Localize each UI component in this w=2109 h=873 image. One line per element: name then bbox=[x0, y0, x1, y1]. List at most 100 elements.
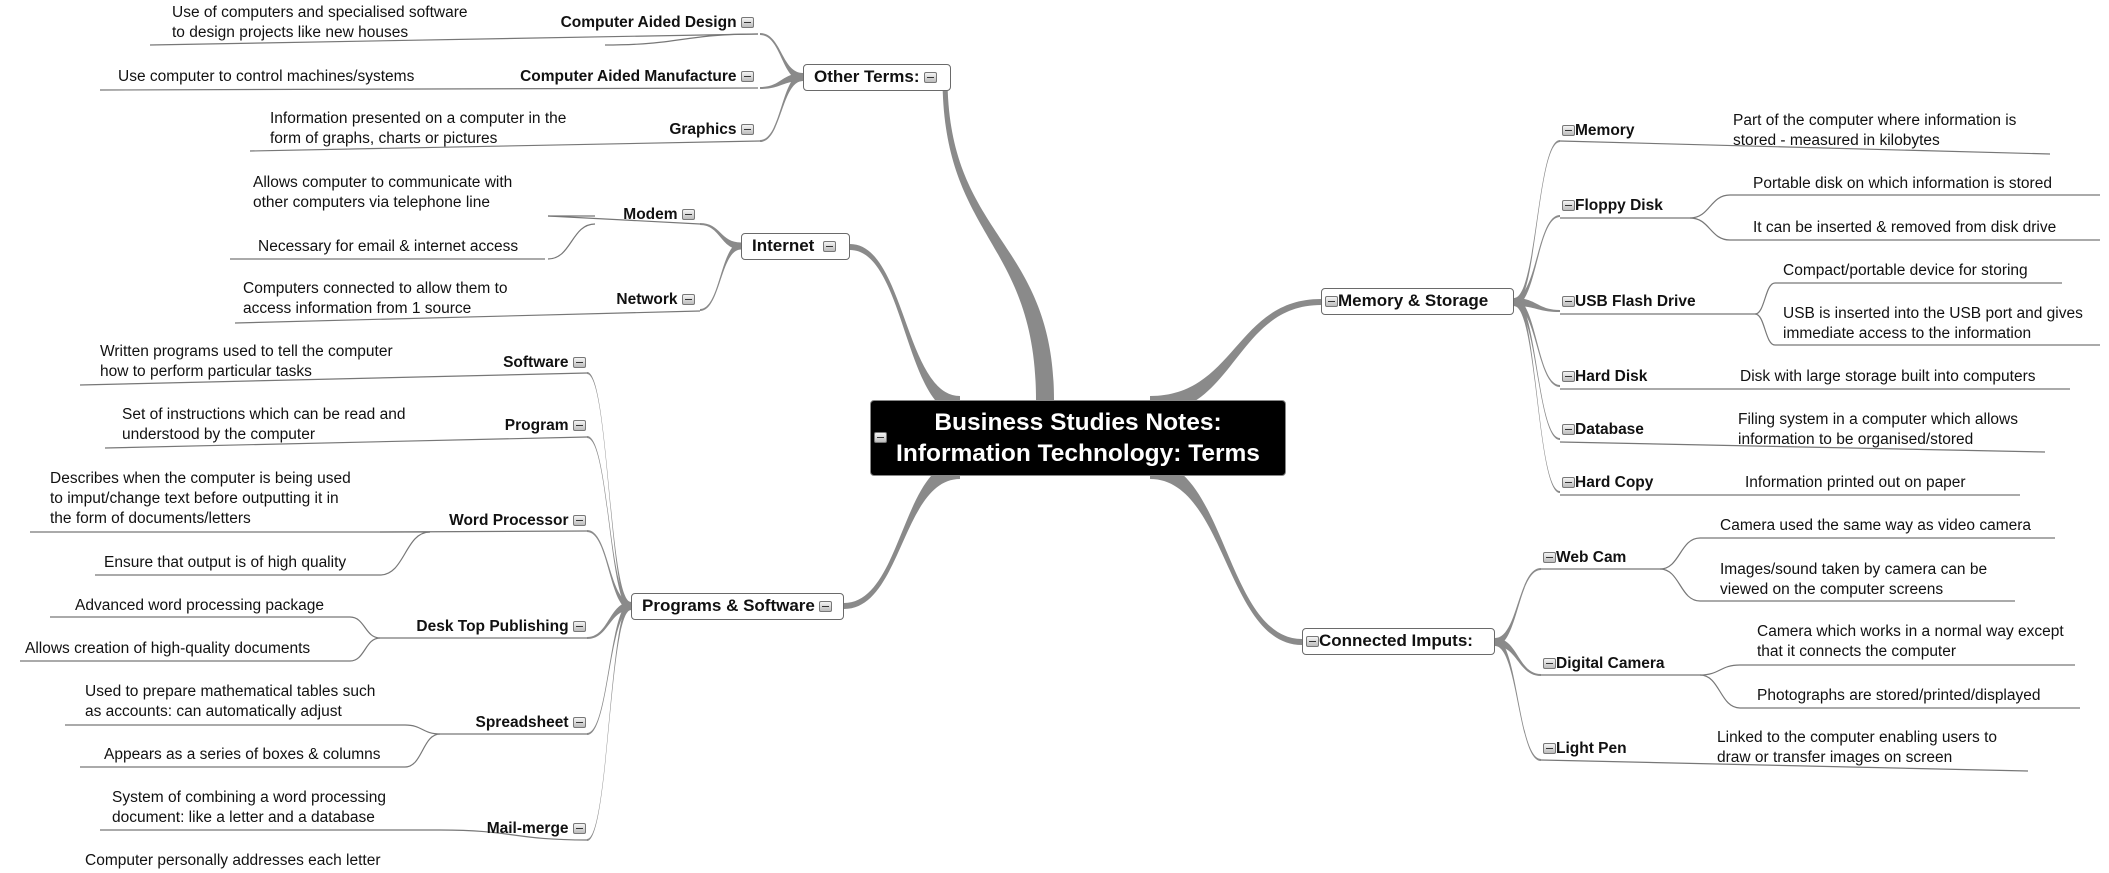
branch-other-sub bbox=[760, 73, 803, 89]
note: Camera used the same way as video camera bbox=[1720, 517, 2032, 534]
topic-label: Connected Imputs: bbox=[1319, 631, 1473, 650]
collapse-icon[interactable] bbox=[741, 124, 754, 136]
collapse-icon[interactable] bbox=[823, 240, 837, 252]
collapse-icon[interactable] bbox=[1562, 477, 1575, 489]
subtopic-modem[interactable]: Modem bbox=[623, 206, 695, 224]
note: USB is inserted into the USB port and gi… bbox=[1783, 305, 2083, 342]
topic-label: Memory & Storage bbox=[1338, 291, 1489, 310]
subtopic-digital-camera[interactable]: Digital Camera bbox=[1543, 655, 1665, 673]
subtopic-label: Computer Aided Manufacture bbox=[520, 68, 737, 85]
central-topic-line-2: Information Technology: Terms bbox=[896, 440, 1260, 467]
subtopic-label: Floppy Disk bbox=[1575, 197, 1663, 214]
topic-label: Internet bbox=[752, 236, 815, 255]
topic-memory-and-storage[interactable]: Memory & Storage bbox=[1321, 288, 1514, 315]
subtopic-hard-disk[interactable]: Hard Disk bbox=[1562, 368, 1647, 386]
collapse-icon[interactable] bbox=[1306, 635, 1319, 647]
collapse-icon[interactable] bbox=[874, 432, 887, 443]
topic-other-terms[interactable]: Other Terms: bbox=[803, 64, 951, 91]
subtopic-label: Web Cam bbox=[1556, 549, 1627, 566]
branch-internet-sub bbox=[700, 223, 741, 250]
branch-memory-sub bbox=[1514, 298, 1560, 387]
subtopic-label: Mail-merge bbox=[486, 820, 569, 837]
branch-memory-sub bbox=[1514, 298, 1560, 312]
note: Use of computers and specialised softwar… bbox=[172, 4, 468, 41]
subtopic-label: USB Flash Drive bbox=[1575, 293, 1696, 310]
subtopic-database[interactable]: Database bbox=[1562, 421, 1644, 439]
note-line bbox=[1754, 313, 1776, 346]
collapse-icon[interactable] bbox=[819, 600, 833, 612]
subtopic-program[interactable]: Program bbox=[505, 417, 586, 435]
subtopic-software[interactable]: Software bbox=[503, 354, 586, 372]
subtopic-label: Memory bbox=[1575, 122, 1635, 139]
note-line bbox=[1699, 664, 1741, 676]
collapse-icon[interactable] bbox=[573, 420, 586, 432]
subtopic-desk-top-publishing[interactable]: Desk Top Publishing bbox=[416, 618, 586, 636]
branch-inputs-sub bbox=[1495, 568, 1541, 646]
subtopic-light-pen[interactable]: Light Pen bbox=[1543, 740, 1627, 758]
subtopic-mail-merge[interactable]: Mail-merge bbox=[487, 820, 586, 838]
note-line bbox=[1659, 537, 1701, 570]
subtopic-label: Computer Aided Design bbox=[560, 14, 737, 31]
note: Allows creation of high-quality document… bbox=[25, 640, 311, 657]
note: Allows computer to communicate with othe… bbox=[253, 174, 513, 211]
collapse-icon[interactable] bbox=[923, 71, 937, 83]
collapse-icon[interactable] bbox=[1562, 200, 1575, 212]
subtopic-floppy-disk[interactable]: Floppy Disk bbox=[1562, 197, 1663, 215]
collapse-icon[interactable] bbox=[1562, 424, 1575, 436]
subtopic-usb-flash-drive[interactable]: USB Flash Drive bbox=[1562, 293, 1696, 311]
collapse-icon[interactable] bbox=[1543, 552, 1556, 564]
branch-other-sub bbox=[760, 33, 803, 81]
note: Set of instructions which can be read an… bbox=[122, 406, 406, 443]
note: Portable disk on which information is st… bbox=[1753, 175, 2052, 192]
subtopic-memory[interactable]: Memory bbox=[1562, 122, 1634, 140]
subtopic-label: Spreadsheet bbox=[475, 714, 569, 731]
note-line bbox=[149, 33, 759, 46]
branch-internet bbox=[850, 244, 960, 414]
branch-programs-sub bbox=[587, 436, 631, 610]
branch-programs-sub bbox=[587, 602, 631, 735]
subtopic-graphics[interactable]: Graphics bbox=[669, 121, 754, 139]
collapse-icon[interactable] bbox=[1562, 296, 1575, 308]
subtopic-hard-copy[interactable]: Hard Copy bbox=[1562, 474, 1653, 492]
branch-memory-sub bbox=[1514, 298, 1560, 440]
collapse-icon[interactable] bbox=[741, 71, 754, 83]
collapse-icon[interactable] bbox=[1562, 371, 1575, 383]
subtopic-label: Modem bbox=[623, 206, 678, 223]
collapse-icon[interactable] bbox=[1543, 658, 1556, 670]
note: Compact/portable device for storing bbox=[1783, 262, 2028, 279]
collapse-icon[interactable] bbox=[741, 17, 754, 29]
collapse-icon[interactable] bbox=[1562, 125, 1575, 137]
collapse-icon[interactable] bbox=[682, 294, 695, 306]
topic-label: Programs & Software bbox=[642, 596, 815, 615]
subtopic-computer-aided-design[interactable]: Computer Aided Design bbox=[561, 14, 754, 32]
subtopic-web-cam[interactable]: Web Cam bbox=[1543, 549, 1626, 567]
central-topic[interactable]: Business Studies Notes: Information Tech… bbox=[870, 400, 1286, 476]
topic-programs-and-software[interactable]: Programs & Software bbox=[631, 593, 844, 620]
central-topic-line-1: Business Studies Notes: bbox=[934, 409, 1222, 436]
note-line bbox=[249, 140, 761, 152]
collapse-icon[interactable] bbox=[573, 357, 586, 369]
collapse-icon[interactable] bbox=[682, 209, 695, 221]
subtopic-computer-aided-manufacture[interactable]: Computer Aided Manufacture bbox=[520, 68, 754, 86]
branch-memory-sub bbox=[1514, 140, 1560, 306]
branch-programs-sub bbox=[587, 530, 631, 610]
subtopic-label: Hard Copy bbox=[1575, 474, 1654, 491]
note: Computers connected to allow them to acc… bbox=[243, 280, 508, 317]
collapse-icon[interactable] bbox=[573, 621, 586, 633]
collapse-icon[interactable] bbox=[573, 717, 586, 729]
collapse-icon[interactable] bbox=[1325, 295, 1338, 307]
topic-connected-imputs[interactable]: Connected Imputs: bbox=[1302, 628, 1495, 655]
subtopic-spreadsheet[interactable]: Spreadsheet bbox=[475, 714, 586, 732]
collapse-icon[interactable] bbox=[573, 823, 586, 835]
topic-internet[interactable]: Internet bbox=[741, 233, 850, 260]
collapse-icon[interactable] bbox=[573, 515, 586, 527]
subtopic-network[interactable]: Network bbox=[616, 291, 695, 309]
note: Part of the computer where information i… bbox=[1733, 112, 2017, 149]
note-line bbox=[1754, 282, 1776, 315]
subtopic-word-processor[interactable]: Word Processor bbox=[449, 512, 586, 530]
collapse-icon[interactable] bbox=[1543, 743, 1556, 755]
branch-inputs-sub bbox=[1495, 638, 1541, 761]
note: Filing system in a computer which allows… bbox=[1738, 411, 2018, 448]
branch-internet-sub bbox=[700, 242, 741, 311]
